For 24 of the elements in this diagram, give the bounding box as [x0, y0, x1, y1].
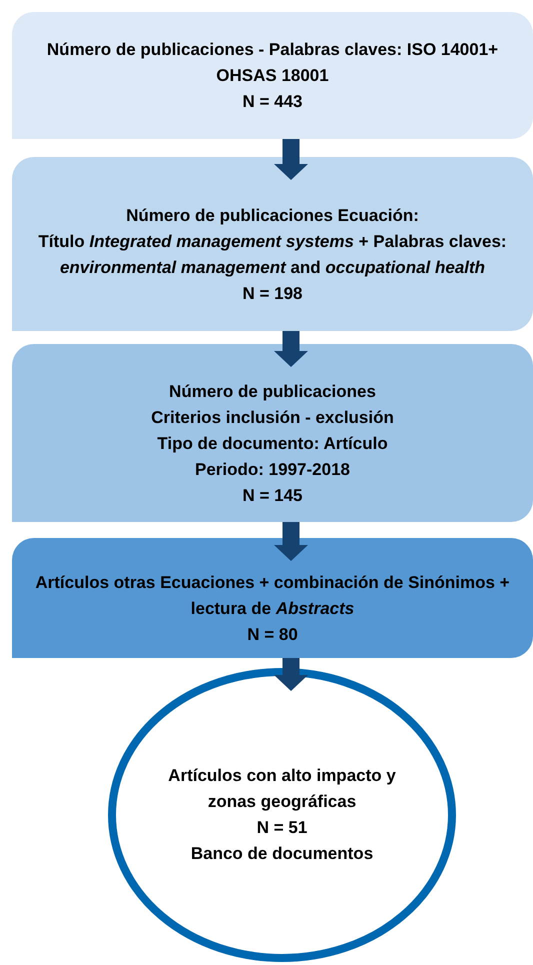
node-text: Artículos con alto impacto y zonas geográficas: [167, 765, 397, 813]
node-text: Periodo: 1997-2018: [195, 459, 350, 481]
node-text: N = 80: [247, 624, 298, 646]
node-text: N = 51: [256, 817, 308, 839]
arrow: [274, 522, 308, 561]
arrow: [274, 139, 308, 180]
arrow: [274, 658, 308, 691]
node-text: Tipo de documento: Artículo: [157, 433, 388, 455]
node-text: N = 443: [242, 90, 302, 112]
node-text: Banco de documentos: [190, 843, 374, 865]
node-text: Número de publicaciones - Palabras claves: ISO 14001+ OHSAS 18001: [46, 38, 500, 86]
node-text: Criterios inclusión - exclusión: [151, 407, 394, 429]
arrow: [274, 331, 308, 367]
node-text: N = 198: [242, 283, 302, 305]
node-text: Número de publicaciones Ecuación:: [126, 205, 419, 227]
node-text: N = 145: [242, 485, 302, 507]
result-ellipse: [108, 668, 456, 962]
process-box: [12, 157, 533, 331]
node-text: Título Integrated management systems + Palabras claves: environmental management and occupational health: [38, 231, 508, 279]
process-box: [12, 538, 533, 658]
node-text: Número de publicaciones: [169, 381, 376, 403]
process-box: [12, 344, 533, 522]
node-text: Artículos otras Ecuaciones + combinación de Sinónimos + lectura de Abstracts: [34, 572, 511, 620]
process-box: [12, 12, 533, 139]
